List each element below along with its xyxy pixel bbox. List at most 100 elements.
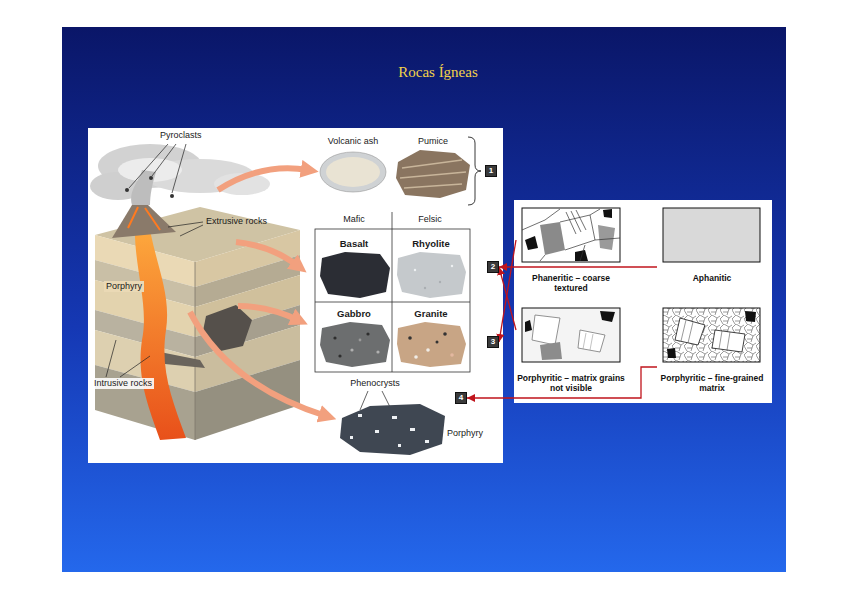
pyroclast-dots	[170, 194, 174, 198]
sill	[160, 352, 205, 368]
pyroclast-dots	[125, 188, 129, 192]
aphanitic-texture	[663, 208, 760, 262]
part-label: Mafic	[343, 214, 365, 225]
granite-sample	[443, 332, 447, 336]
porphyritic-texture	[525, 320, 532, 332]
rhyolite-sample	[397, 252, 466, 298]
texture-arrow	[467, 367, 657, 398]
porphyry-sample	[398, 444, 401, 447]
lava-flow	[128, 207, 160, 230]
fine-grained-texture	[667, 348, 676, 358]
rhyolite-sample	[414, 269, 416, 271]
texture-caption: Phaneritic – coarse textured	[516, 273, 626, 293]
part-label: Phenocrysts	[350, 378, 400, 389]
texture-box: Porphyritic – fine-grained matrix	[657, 308, 767, 393]
fine-grained-texture	[681, 320, 693, 343]
porphyritic-texture	[578, 330, 605, 352]
granite-sample	[436, 341, 439, 344]
strata-right	[195, 230, 300, 440]
porphyritic-texture	[600, 311, 615, 322]
part-label: Pumice	[418, 136, 448, 147]
phaneritic-texture	[525, 236, 538, 250]
granite-sample	[426, 348, 430, 352]
orange-arrows	[190, 312, 326, 416]
gabbro-sample	[320, 322, 390, 367]
bracket	[468, 137, 481, 205]
part-label: Gabbro	[337, 308, 371, 319]
part-label: Porphyry	[447, 428, 483, 439]
callout-number: 3	[487, 336, 499, 348]
texture-space	[657, 208, 767, 262]
rhyolite-sample	[424, 287, 426, 289]
fine-grained-texture	[745, 311, 756, 322]
aphanitic-texture	[663, 208, 760, 262]
granite-sample	[397, 322, 466, 367]
orange-arrows	[236, 242, 298, 266]
phaneritic-texture	[522, 208, 620, 262]
part-label: Porphyry	[104, 281, 144, 292]
gabbro-sample	[333, 336, 336, 339]
slide-title: Rocas Ígneas	[238, 64, 638, 81]
leader-lines	[180, 225, 203, 236]
rock-table	[315, 212, 470, 372]
fine-grained-texture	[712, 330, 745, 352]
porphyry-sample	[340, 404, 445, 455]
callout-text: 1	[488, 166, 494, 176]
fine-grained-texture	[663, 308, 760, 362]
part-label: Granite	[414, 308, 447, 319]
porphyritic-texture	[522, 308, 620, 362]
leader-lines	[168, 222, 203, 227]
rhyolite-sample	[451, 265, 453, 267]
part-label: Basalt	[340, 238, 369, 249]
orange-arrows	[218, 168, 308, 190]
slide-background	[62, 27, 786, 572]
texture-box: Porphyritic – matrix grains not visible	[516, 308, 626, 393]
granite-sample	[414, 355, 418, 359]
callout-number: 4	[455, 392, 467, 404]
granite-sample	[397, 322, 466, 367]
texture-arrow	[499, 267, 516, 330]
part-label: Intrusive rocks	[92, 378, 154, 389]
callout-text: 2	[490, 262, 496, 272]
texture-caption: Aphanitic	[657, 273, 767, 283]
gabbro-sample	[359, 339, 362, 342]
part-label: Felsic	[418, 214, 442, 225]
part-label: Rhyolite	[412, 238, 449, 249]
texture-space	[657, 308, 767, 362]
texture-caption: Porphyritic – matrix grains not visible	[516, 373, 626, 393]
granite-sample	[450, 353, 454, 357]
porphyry-sample	[410, 428, 415, 431]
texture-arrow	[499, 240, 516, 342]
gabbro-sample	[350, 348, 353, 351]
leader-lines	[129, 144, 168, 188]
part-label: Volcanic ash	[328, 136, 379, 147]
texture-box: Phaneritic – coarse textured	[516, 208, 626, 293]
phaneritic-texture	[540, 222, 565, 255]
pumice	[396, 150, 470, 198]
texture-space	[516, 308, 626, 362]
left-panel	[88, 128, 503, 463]
porphyritic-texture	[522, 308, 620, 362]
texture-caption: Porphyritic – fine-grained matrix	[657, 373, 767, 393]
porphyry-sample	[350, 436, 353, 439]
callout-number: 2	[487, 261, 499, 273]
leader-lines	[106, 340, 116, 377]
gabbro-sample	[376, 350, 379, 353]
porphyry-sample	[392, 416, 397, 419]
leader-lines	[172, 144, 186, 193]
rhyolite-sample	[397, 252, 466, 298]
callout-text: 4	[458, 393, 464, 403]
phaneritic-texture	[603, 209, 612, 218]
basalt-sample	[320, 252, 390, 298]
gabbro-sample	[320, 322, 390, 367]
leader-lines	[106, 144, 392, 411]
leader-lines	[152, 144, 176, 176]
pyroclast-dots	[125, 176, 174, 198]
part-label: Pyroclasts	[160, 130, 202, 141]
eruption-cloud	[118, 158, 182, 182]
porphyritic-texture	[540, 342, 562, 360]
porphyry-sample	[340, 404, 445, 455]
